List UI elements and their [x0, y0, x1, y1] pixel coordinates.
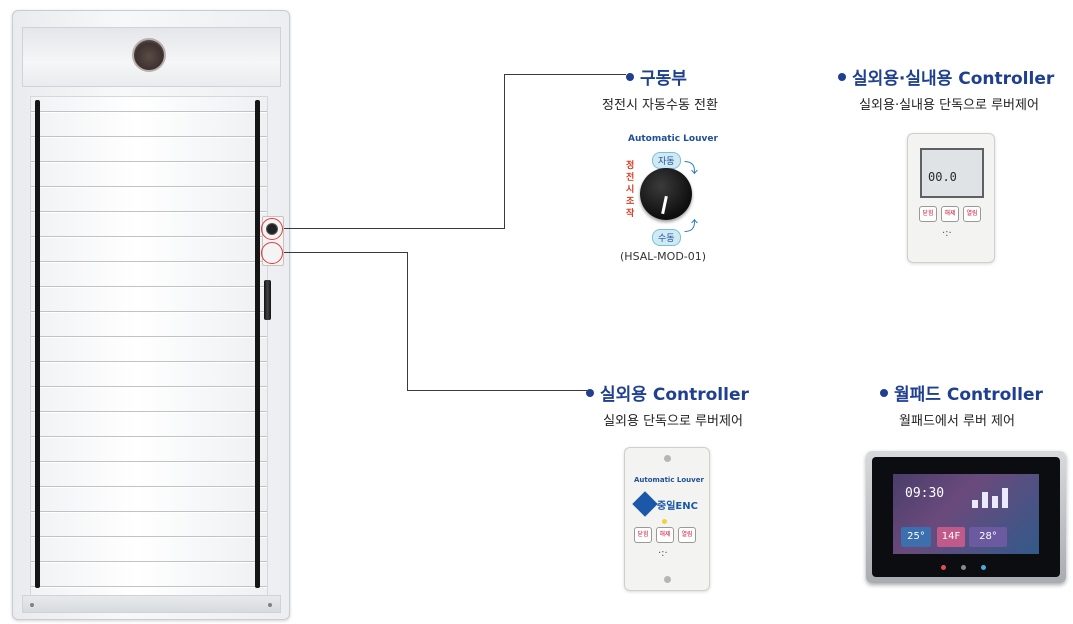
drive-brand-label: Automatic Louver	[628, 134, 718, 144]
louver-slat	[31, 561, 267, 562]
louver-slat	[31, 136, 267, 137]
screw-icon	[664, 455, 671, 462]
louver-rail-left	[35, 100, 40, 588]
door-base	[22, 595, 281, 613]
screw-icon	[664, 576, 671, 583]
screw-icon	[268, 603, 272, 607]
louver-slat	[31, 586, 267, 587]
dpad-icon: ·:·	[658, 548, 668, 559]
highlight-circle-sensor	[261, 242, 283, 264]
outdoor-controller-title-text: 실외용 Controller	[600, 385, 749, 405]
drive-unit-description: 정전시 자동수동 전환	[602, 98, 718, 113]
louver-slat	[31, 311, 267, 312]
door-handle	[264, 280, 271, 320]
drive-warning-label: 정전시 조작	[626, 161, 635, 219]
wallpad-chart-bar	[1002, 488, 1008, 508]
outdoor-close-button: 닫힘	[634, 527, 652, 543]
wallpad-controller-description: 월패드에서 루버 제어	[899, 414, 1015, 429]
wallpad-controller-title-text: 월패드 Controller	[894, 385, 1043, 405]
wallpad-chart-bar	[972, 500, 978, 508]
logo-text: 중일ENC	[657, 500, 698, 512]
connector-line	[504, 74, 626, 75]
rotate-arrow-icon: ⤴	[684, 219, 698, 235]
indoor-outdoor-controller-title-text: 실외용·실내용 Controller	[852, 69, 1055, 89]
louver-slat	[31, 186, 267, 187]
controller-lcd-value: 00.0	[928, 170, 957, 184]
connector-line	[504, 74, 505, 229]
louver-slat	[31, 511, 267, 512]
louver-slat	[31, 486, 267, 487]
dpad-icon: ·:·	[942, 228, 952, 239]
controller-lcd-screen	[920, 148, 984, 198]
wallpad-tile-weather: 28°	[969, 527, 1007, 547]
wallpad-tile-floor: 14F	[937, 527, 965, 547]
drive-model-caption: (HSAL-MOD-01)	[620, 250, 707, 263]
louver-slat	[31, 111, 267, 112]
drive-auto-label: 자동	[652, 152, 681, 169]
screw-icon	[30, 603, 34, 607]
controller-close-button: 닫힘	[919, 206, 937, 222]
indoor-outdoor-controller-title: 실외용·실내용 Controller	[838, 64, 1054, 89]
rotate-arrow-icon: ⤵	[684, 161, 698, 177]
wallpad-chart-bar	[982, 492, 988, 508]
wallpad-indicator-red	[941, 565, 946, 570]
louver-slat	[31, 286, 267, 287]
highlight-circle-drive	[261, 218, 283, 240]
wallpad-indicator-blue	[981, 565, 986, 570]
vent-hole	[132, 38, 166, 72]
bullet-icon	[838, 72, 846, 81]
louver-rail-right	[255, 100, 260, 588]
controller-open-button: 열림	[963, 206, 981, 222]
louver-slat	[31, 386, 267, 387]
louver-slat	[31, 536, 267, 537]
connector-line	[284, 228, 505, 229]
louver-slat	[31, 161, 267, 162]
connector-line	[407, 252, 408, 390]
wallpad-clock: 09:30	[905, 486, 945, 501]
wallpad-indicator-gray	[961, 565, 966, 570]
wallpad-tile-temperature: 25°	[901, 527, 931, 547]
company-logo: 중일ENC	[632, 489, 700, 519]
bullet-icon	[586, 388, 594, 397]
louver-slat	[31, 461, 267, 462]
connector-line	[284, 252, 408, 253]
outdoor-controller-description: 실외용 단독으로 루버제어	[603, 414, 743, 429]
drive-unit-title: 구동부	[626, 64, 687, 89]
drive-manual-label: 수동	[652, 229, 681, 246]
outdoor-controller-title: 실외용 Controller	[586, 380, 749, 405]
louver-slat	[31, 336, 267, 337]
bullet-icon	[880, 388, 888, 397]
louver-slat	[31, 261, 267, 262]
wallpad-controller-title: 월패드 Controller	[880, 380, 1043, 405]
drive-knob-icon	[640, 168, 692, 220]
louver-slat	[31, 211, 267, 212]
wallpad-chart-bar	[992, 496, 998, 508]
outdoor-controller-brand: Automatic Louver	[634, 476, 704, 484]
outdoor-release-button: 해제	[656, 527, 674, 543]
louver-slat	[31, 361, 267, 362]
louver-slat	[31, 436, 267, 437]
outdoor-controller-image	[624, 447, 710, 591]
outdoor-open-button: 열림	[678, 527, 696, 543]
louver-slat	[31, 411, 267, 412]
connector-line	[407, 390, 587, 391]
indoor-outdoor-controller-description: 실외용·실내용 단독으로 루버제어	[859, 98, 1039, 113]
louver-panel	[30, 96, 268, 598]
louver-slat	[31, 236, 267, 237]
bullet-icon	[626, 72, 634, 81]
status-led-icon	[662, 519, 667, 524]
logo-diamond-icon	[632, 491, 658, 517]
drive-unit-title-text: 구동부	[640, 69, 687, 89]
controller-release-button: 해제	[941, 206, 959, 222]
